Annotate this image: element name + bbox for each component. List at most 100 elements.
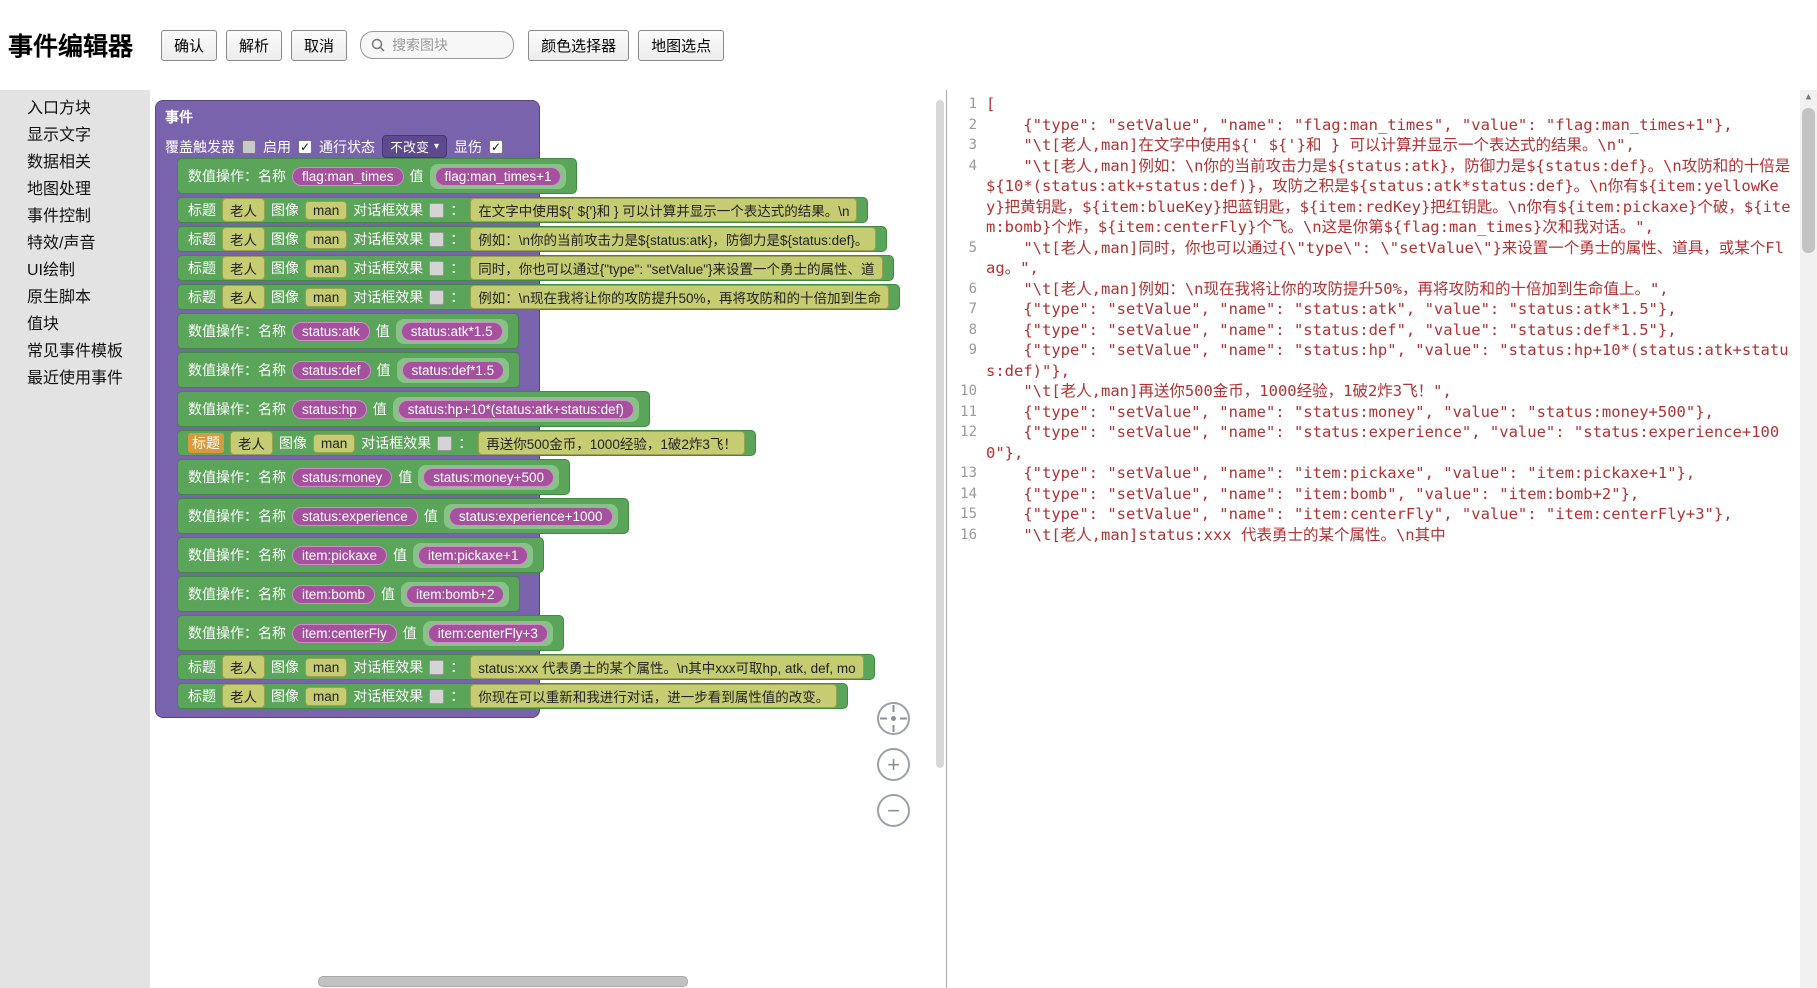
sidebar-item-4[interactable]: 事件控制 <box>0 203 150 230</box>
dialog-effect-checkbox[interactable] <box>429 203 444 218</box>
blockly-canvas[interactable]: 事件 覆盖触发器启用✓通行状态不改变▾显伤✓ 数值操作：名称flag:man_t… <box>150 90 947 988</box>
image-label: 图像 <box>271 657 299 677</box>
sidebar-item-10[interactable]: 最近使用事件 <box>0 365 150 392</box>
sidebar-item-3[interactable]: 地图处理 <box>0 176 150 203</box>
setvalue-block[interactable]: 数值操作：名称item:centerFly值item:centerFly+3 <box>177 615 564 651</box>
event-field-checkbox-0[interactable] <box>242 140 256 154</box>
image-field[interactable]: man <box>313 434 355 453</box>
show-text-block[interactable]: 标题老人图像man对话框效果：在文字中使用${' ${'}和 } 可以计算并显示… <box>177 197 868 223</box>
sidebar-item-7[interactable]: 原生脚本 <box>0 284 150 311</box>
dialog-effect-checkbox[interactable] <box>429 660 444 675</box>
value-field[interactable]: status:experience+1000 <box>449 507 613 526</box>
title-field[interactable]: 老人 <box>222 256 265 280</box>
image-field[interactable]: man <box>305 288 347 307</box>
sidebar-item-9[interactable]: 常见事件模板 <box>0 338 150 365</box>
image-field[interactable]: man <box>305 201 347 220</box>
zoom-reset-button[interactable] <box>877 702 910 735</box>
show-text-block[interactable]: 标题老人图像man对话框效果：你现在可以重新和我进行对话，进一步看到属性值的改变… <box>177 683 848 709</box>
setvalue-block[interactable]: 数值操作：名称status:money值status:money+500 <box>177 459 570 495</box>
show-text-block[interactable]: 标题老人图像man对话框效果：再送你500金币，1000经验，1破2炸3飞！ <box>177 430 756 456</box>
sidebar-item-0[interactable]: 入口方块 <box>0 95 150 122</box>
name-field[interactable]: item:pickaxe <box>292 546 387 565</box>
dialog-text-field[interactable]: status:xxx 代表勇士的某个属性。\n其中xxx可取hp, atk, d… <box>470 655 863 679</box>
setvalue-block[interactable]: 数值操作：名称item:bomb值item:bomb+2 <box>177 576 520 612</box>
canvas-horizontal-scrollbar[interactable] <box>318 976 688 987</box>
title-field[interactable]: 老人 <box>222 285 265 309</box>
title-field[interactable]: 老人 <box>230 431 273 455</box>
value-field[interactable]: item:centerFly+3 <box>428 624 548 643</box>
map-point-button[interactable]: 地图选点 <box>638 30 724 61</box>
dialog-text-field[interactable]: 你现在可以重新和我进行对话，进一步看到属性值的改变。 <box>470 684 837 708</box>
image-field[interactable]: man <box>305 658 347 677</box>
setvalue-block[interactable]: 数值操作：名称status:def值status:def*1.5 <box>177 352 520 388</box>
value-field[interactable]: item:bomb+2 <box>406 585 504 604</box>
zoom-out-button[interactable]: − <box>877 794 910 827</box>
scroll-up-arrow-icon[interactable]: ▲ <box>1800 92 1817 102</box>
dialog-text-field[interactable]: 在文字中使用${' ${'}和 } 可以计算并显示一个表达式的结果。\n <box>470 198 857 222</box>
image-field[interactable]: man <box>305 230 347 249</box>
name-field[interactable]: item:bomb <box>292 585 375 604</box>
dialog-text-field[interactable]: 例如：\n你的当前攻击力是${status:atk}，防御力是${status:… <box>470 227 876 251</box>
value-field[interactable]: status:money+500 <box>423 468 554 487</box>
event-field-checkbox-3[interactable]: ✓ <box>489 140 503 154</box>
title-field[interactable]: 老人 <box>222 655 265 679</box>
dialog-effect-checkbox[interactable] <box>429 689 444 704</box>
name-field[interactable]: item:centerFly <box>292 624 397 643</box>
dialog-text-field[interactable]: 同时，你也可以通过{"type": "setValue"}来设置一个勇士的属性、… <box>470 256 882 280</box>
name-field[interactable]: status:hp <box>292 400 367 419</box>
parse-button[interactable]: 解析 <box>226 30 282 61</box>
dialog-effect-checkbox[interactable] <box>429 290 444 305</box>
title-field[interactable]: 老人 <box>222 684 265 708</box>
name-field[interactable]: flag:man_times <box>292 167 404 186</box>
code-vertical-scrollbar[interactable]: ▲ <box>1800 90 1817 988</box>
color-picker-button[interactable]: 颜色选择器 <box>528 30 629 61</box>
name-field[interactable]: status:def <box>292 361 371 380</box>
dialog-effect-checkbox[interactable] <box>429 261 444 276</box>
image-field[interactable]: man <box>305 687 347 706</box>
value-field[interactable]: status:def*1.5 <box>402 361 505 380</box>
event-block[interactable]: 事件 覆盖触发器启用✓通行状态不改变▾显伤✓ 数值操作：名称flag:man_t… <box>155 100 513 158</box>
title-field[interactable]: 老人 <box>222 227 265 251</box>
show-text-block[interactable]: 标题老人图像man对话框效果：例如：\n你的当前攻击力是${status:atk… <box>177 226 887 252</box>
name-field[interactable]: status:experience <box>292 507 418 526</box>
confirm-button[interactable]: 确认 <box>161 30 217 61</box>
show-text-block[interactable]: 标题老人图像man对话框效果：同时，你也可以通过{"type": "setVal… <box>177 255 894 281</box>
code-editor[interactable]: 1[2 {"type": "setValue", "name": "flag:m… <box>947 90 1817 988</box>
search-box[interactable] <box>360 31 514 59</box>
sidebar-item-1[interactable]: 显示文字 <box>0 122 150 149</box>
name-field[interactable]: status:atk <box>292 322 370 341</box>
sidebar-item-8[interactable]: 值块 <box>0 311 150 338</box>
value-field[interactable]: status:atk*1.5 <box>401 322 503 341</box>
dialog-effect-checkbox[interactable] <box>437 436 452 451</box>
line-number: 8 <box>949 320 986 341</box>
search-input[interactable] <box>390 36 503 54</box>
show-text-block[interactable]: 标题老人图像man对话框效果：例如：\n现在我将让你的攻防提升50%，再将攻防和… <box>177 284 900 310</box>
title-field[interactable]: 老人 <box>222 198 265 222</box>
sidebar-item-6[interactable]: UI绘制 <box>0 257 150 284</box>
name-field[interactable]: status:money <box>292 468 392 487</box>
setvalue-block[interactable]: 数值操作：名称flag:man_times值flag:man_times+1 <box>177 158 577 194</box>
sidebar-item-2[interactable]: 数据相关 <box>0 149 150 176</box>
value-field[interactable]: item:pickaxe+1 <box>418 546 528 565</box>
zoom-in-button[interactable]: + <box>877 748 910 781</box>
event-field-checkbox-1[interactable]: ✓ <box>298 140 312 154</box>
image-label: 图像 <box>271 200 299 220</box>
sidebar-item-5[interactable]: 特效/声音 <box>0 230 150 257</box>
dialog-effect-checkbox[interactable] <box>429 232 444 247</box>
setvalue-block[interactable]: 数值操作：名称status:hp值status:hp+10*(status:at… <box>177 391 650 427</box>
setvalue-block[interactable]: 数值操作：名称item:pickaxe值item:pickaxe+1 <box>177 537 544 573</box>
canvas-vertical-scrollbar[interactable] <box>936 100 944 768</box>
image-field[interactable]: man <box>305 259 347 278</box>
event-field-dropdown-2[interactable]: 不改变▾ <box>382 135 447 158</box>
dialog-text-field[interactable]: 例如：\n现在我将让你的攻防提升50%，再将攻防和的十倍加到生命 <box>470 285 889 309</box>
setvalue-block[interactable]: 数值操作：名称status:atk值status:atk*1.5 <box>177 313 519 349</box>
show-text-block[interactable]: 标题老人图像man对话框效果：status:xxx 代表勇士的某个属性。\n其中… <box>177 654 875 680</box>
event-field-label-1: 启用 <box>263 137 291 157</box>
value-label: 值 <box>381 584 395 604</box>
value-field[interactable]: flag:man_times+1 <box>435 167 562 186</box>
cancel-button[interactable]: 取消 <box>291 30 347 61</box>
code-scrollbar-thumb[interactable] <box>1802 108 1815 253</box>
setvalue-block[interactable]: 数值操作：名称status:experience值status:experien… <box>177 498 629 534</box>
dialog-text-field[interactable]: 再送你500金币，1000经验，1破2炸3飞！ <box>478 431 745 455</box>
value-field[interactable]: status:hp+10*(status:atk+status:def) <box>398 400 634 419</box>
